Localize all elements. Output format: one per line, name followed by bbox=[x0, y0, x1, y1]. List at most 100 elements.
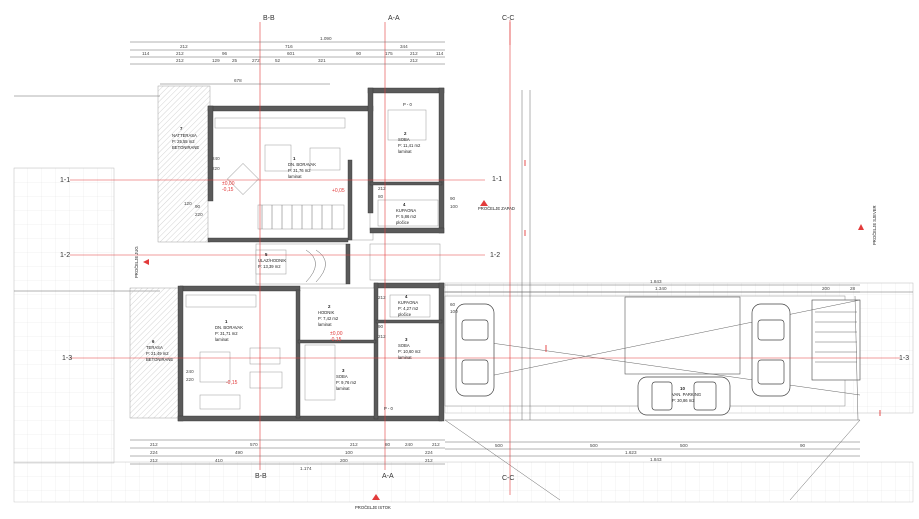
svg-text:SOBA: SOBA bbox=[336, 374, 348, 379]
elevation-label-zapad: PROČELJE ZAPAD bbox=[478, 206, 515, 211]
small-dim-13: 100 bbox=[450, 309, 458, 314]
svg-text:P: 7,42 m2: P: 7,42 m2 bbox=[318, 316, 339, 321]
room-label-terasa-top: 7 NATTERASA P: 25,55 m2 BETONIRANE bbox=[172, 126, 199, 150]
section-cc-bottom: C-C bbox=[502, 475, 514, 482]
parking-slab bbox=[624, 296, 741, 375]
room-label-dnevni-bot: 1 DN. BORAVAK P: 31,71 m2 laminat bbox=[215, 319, 243, 342]
dim-bottom-total: 1.174 bbox=[300, 466, 312, 471]
section-12-left: 1-2 bbox=[60, 252, 70, 259]
room-label-kupaona-bot: 4 KUPAONA P: 4,27 m2 pločice bbox=[398, 294, 419, 317]
level-marker-1: ±0,00 bbox=[222, 181, 235, 187]
level-marker-3: +0,05 bbox=[332, 188, 345, 194]
svg-text:HODNIK: HODNIK bbox=[318, 310, 334, 315]
section-bb-bottom: B-B bbox=[255, 473, 267, 480]
svg-text:P: 11,41 m2: P: 11,41 m2 bbox=[398, 143, 421, 148]
dim-bottom-right-a: 500 bbox=[495, 443, 503, 448]
room-label-dnevni-top: 1 DN. BORAVAK P: 31,76 m2 laminat bbox=[288, 156, 316, 179]
section-13-right: 1-3 bbox=[899, 355, 909, 362]
dim-right-top-total: 1.843 bbox=[650, 279, 662, 284]
section-lines bbox=[70, 20, 900, 495]
svg-text:laminat: laminat bbox=[336, 386, 350, 391]
dim-top-row3-f: 175 bbox=[385, 51, 393, 56]
dim-top-sub: 678 bbox=[234, 78, 242, 83]
dim-top-row3-c: 96 bbox=[222, 51, 228, 56]
section-12-right: 1-2 bbox=[490, 252, 500, 259]
svg-text:P: 4,27 m2: P: 4,27 m2 bbox=[398, 306, 419, 311]
dim-top-row3-g: 212 bbox=[410, 51, 418, 56]
svg-text:laminat: laminat bbox=[288, 174, 302, 179]
svg-text:KUPAONA: KUPAONA bbox=[396, 208, 416, 213]
svg-text:P: 31,76 m2: P: 31,76 m2 bbox=[288, 168, 311, 173]
elevation-label-istok: PROČELJE ISTOK bbox=[355, 505, 391, 510]
small-dim-1: 240 bbox=[212, 156, 220, 161]
dim-top-row2-b: 716 bbox=[285, 44, 293, 49]
level-marker-4: -0,15 bbox=[226, 380, 238, 386]
svg-text:laminat: laminat bbox=[215, 337, 229, 342]
svg-text:SOBA: SOBA bbox=[398, 343, 410, 348]
dim-top-row3-e: 90 bbox=[356, 51, 362, 56]
svg-text:KUPAONA: KUPAONA bbox=[398, 300, 418, 305]
dim-bottom-row3-b: 410 bbox=[215, 458, 223, 463]
site-left-ground bbox=[13, 167, 115, 464]
dim-bottom-row2-c: 100 bbox=[345, 450, 353, 455]
svg-text:TERASA: TERASA bbox=[146, 345, 163, 350]
red-ticks bbox=[524, 160, 881, 416]
room-label-soba-bot: 3 SOBA P: 10,60 m2 laminat bbox=[398, 337, 421, 360]
room-label-hodnik: 2 HODNIK P: 7,42 m2 laminat bbox=[318, 304, 339, 327]
dim-top-row3-h: 114 bbox=[436, 51, 444, 56]
section-aa-top: A-A bbox=[388, 15, 400, 22]
level-marker-5: ±0,00 bbox=[330, 331, 343, 337]
svg-text:DN. BORAVAK: DN. BORAVAK bbox=[288, 162, 316, 167]
svg-text:3: 3 bbox=[342, 368, 345, 373]
room-label-soba-small: 3 SOBA P: 9,76 m2 laminat bbox=[336, 368, 357, 391]
svg-text:3: 3 bbox=[405, 337, 408, 342]
room-label-terasa-bot: 6 TERASA P: 21,49 m2 BETONIRANE bbox=[146, 339, 173, 362]
room-label-ulaz: 5 ULAZ/HODNIK P: 13,39 m2 bbox=[258, 252, 286, 269]
dim-top-row3-a: 114 bbox=[142, 51, 150, 56]
svg-text:ULAZ/HODNIK: ULAZ/HODNIK bbox=[258, 258, 286, 263]
section-13-left: 1-3 bbox=[62, 355, 72, 362]
section-bb-top: B-B bbox=[263, 15, 275, 22]
svg-text:2: 2 bbox=[328, 304, 331, 309]
upper-unit bbox=[157, 85, 445, 243]
right-dimensions bbox=[445, 90, 860, 420]
svg-text:SOBA: SOBA bbox=[398, 137, 410, 142]
small-dim-15: 212 bbox=[378, 334, 386, 339]
small-dim-14: 60 bbox=[450, 302, 456, 307]
car-2 bbox=[751, 303, 791, 397]
dim-bottom-right-b: 500 bbox=[590, 443, 598, 448]
central-stair-block bbox=[255, 243, 441, 285]
dim-top-row4-d: 272 bbox=[252, 58, 260, 63]
room-label-parking: 10 VAN. PARKING P: 30,86 m2 bbox=[672, 386, 701, 403]
svg-text:1: 1 bbox=[225, 319, 228, 324]
svg-text:BETONIRANE: BETONIRANE bbox=[146, 357, 173, 362]
dim-top-row3-d: 601 bbox=[287, 51, 295, 56]
small-dim-2: 220 bbox=[212, 166, 220, 171]
section-11-left: 1-1 bbox=[60, 177, 70, 184]
lower-unit bbox=[129, 282, 445, 422]
small-dim-10: 240 bbox=[186, 369, 194, 374]
svg-text:4: 4 bbox=[405, 294, 408, 299]
dim-top-row4-a: 212 bbox=[176, 58, 184, 63]
small-dim-11: 220 bbox=[186, 377, 194, 382]
elevation-arrow-sjever bbox=[858, 224, 864, 230]
dim-bottom-row1-b: 570 bbox=[250, 442, 258, 447]
svg-text:P: 21,49 m2: P: 21,49 m2 bbox=[146, 351, 169, 356]
svg-text:laminat: laminat bbox=[318, 322, 332, 327]
section-cc-top: C-C bbox=[502, 15, 514, 22]
marker-p0-bottom: P - 0 bbox=[384, 406, 393, 411]
small-dim-9: 212 bbox=[378, 295, 386, 300]
svg-text:P: 9,76 m2: P: 9,76 m2 bbox=[336, 380, 357, 385]
svg-text:4: 4 bbox=[403, 202, 406, 207]
elevation-arrow-zapad bbox=[480, 200, 488, 206]
svg-text:5: 5 bbox=[265, 252, 268, 257]
dim-top-row4-e: 52 bbox=[275, 58, 281, 63]
small-dim-4: 220 bbox=[195, 212, 203, 217]
svg-text:10: 10 bbox=[680, 386, 685, 391]
room-label-soba-top: 2 SOBA P: 11,41 m2 laminat bbox=[398, 131, 421, 154]
elevation-label-jug: PROČELJE JUG bbox=[134, 246, 139, 278]
dim-right-part-a: 200 bbox=[822, 286, 830, 291]
svg-text:laminat: laminat bbox=[398, 355, 412, 360]
car-3 bbox=[637, 376, 731, 416]
